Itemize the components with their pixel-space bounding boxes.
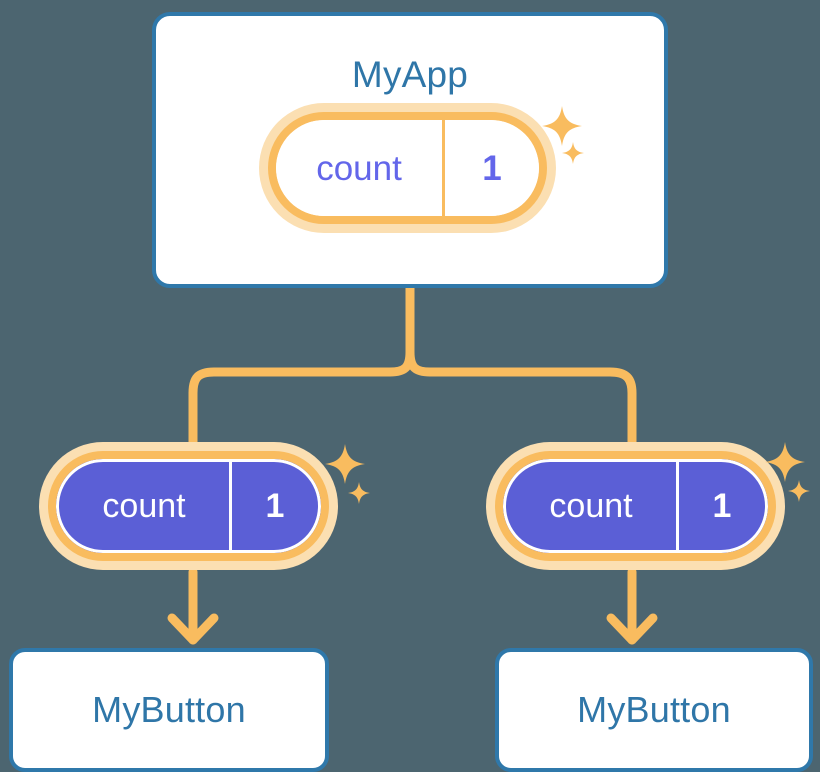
component-label: MyButton	[577, 689, 731, 730]
state-key-label: count	[549, 487, 633, 525]
branch-connector-trunk	[188, 283, 415, 453]
state-pill-mybutton-left[interactable]: count 1	[48, 451, 329, 561]
state-key-label: count	[102, 487, 186, 525]
component-card-mybutton-left[interactable]: MyButton	[9, 648, 329, 772]
down-arrow-head-left	[167, 613, 219, 645]
state-value-label: 1	[265, 487, 285, 525]
sparkle-four-point-icon	[325, 444, 365, 484]
page-title: MyApp	[351, 54, 469, 95]
pill-divider	[442, 120, 445, 216]
sparkle-four-point-small-icon	[348, 482, 370, 504]
component-card-myapp[interactable]: MyApp	[152, 12, 668, 288]
sparkle-four-point-icon	[765, 442, 805, 482]
sparkle-four-point-icon	[542, 106, 582, 146]
state-key-label: count	[316, 148, 402, 188]
branch-connector-trunk-right	[405, 347, 637, 453]
sparkle-four-point-small-icon	[788, 480, 810, 502]
component-card-mybutton-right[interactable]: MyButton	[495, 648, 813, 772]
pill-divider	[676, 462, 679, 550]
down-arrow-head-right	[606, 613, 658, 645]
state-value-label: 1	[482, 148, 502, 188]
component-label: MyButton	[92, 689, 246, 730]
state-value-label: 1	[712, 487, 732, 525]
sparkle-four-point-small-icon	[562, 142, 584, 164]
state-pill-myapp[interactable]: count 1	[268, 112, 547, 224]
state-pill-mybutton-right[interactable]: count 1	[495, 451, 776, 561]
pill-divider	[229, 462, 232, 550]
